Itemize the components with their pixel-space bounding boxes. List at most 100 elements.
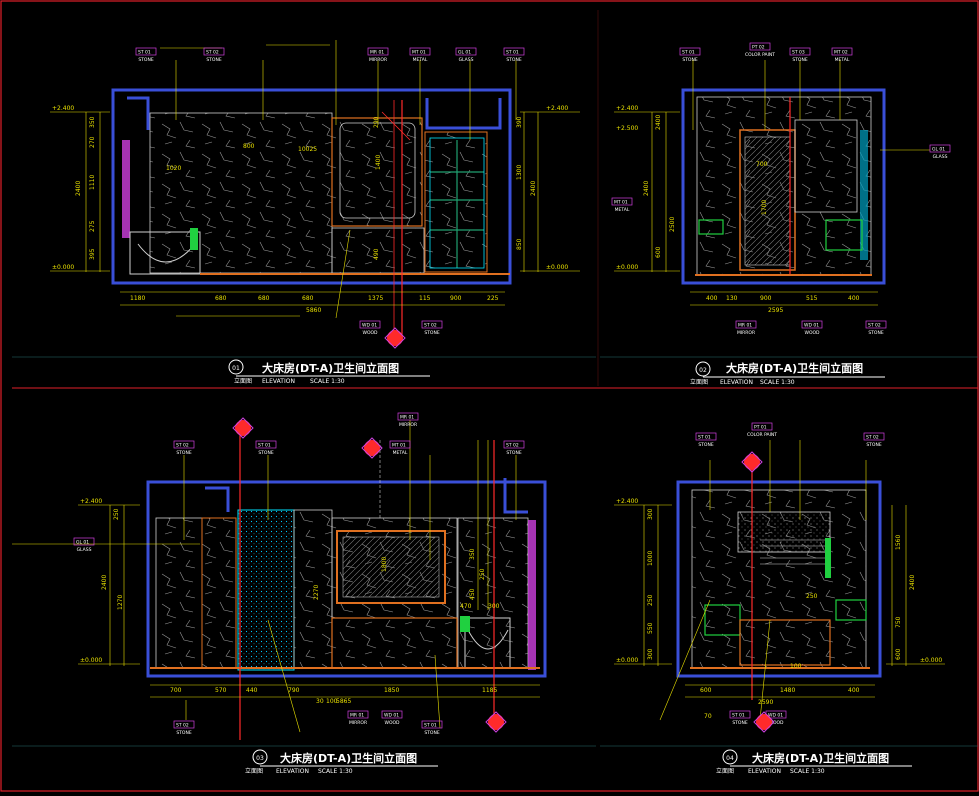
e03-dim-inner4: 450: [469, 588, 476, 600]
e01-dim-w7: 225: [487, 295, 499, 302]
e01-dim-htotal: 2400: [75, 181, 82, 196]
tag-box: [679, 47, 701, 56]
e01-dim-w6: 900: [450, 295, 462, 302]
e03-dim-w1: 570: [215, 687, 227, 694]
tag-code: ST 01: [258, 443, 271, 449]
e03-dim-inner3: 250: [479, 568, 486, 580]
e04-elevation: ELEVATION: [748, 768, 781, 775]
e03-level-0: ±0.000: [80, 657, 102, 664]
tag-material: STONE: [868, 330, 884, 336]
e04-dim-total: 2590: [758, 699, 773, 706]
e01-dim-hr0: 390: [516, 116, 523, 128]
e01-dim-w4: 1375: [368, 295, 383, 302]
e02-scale: SCALE 1:30: [760, 379, 795, 386]
e01-dim-htotal-r: 2400: [530, 181, 537, 196]
e01-scale: SCALE 1:30: [310, 378, 345, 385]
tag-material: GLASS: [77, 547, 92, 553]
e03-dim-w4: 1850: [384, 687, 399, 694]
e02-dim-inner0: 700: [756, 161, 768, 168]
tag-code: PT 02: [752, 45, 765, 51]
tag-code: ST 02: [506, 443, 519, 449]
tag-code: MR 01: [370, 50, 384, 56]
tag-box: [695, 432, 717, 441]
e04-dim-h0: 300: [647, 508, 654, 520]
e01-dim-w0: 1180: [130, 295, 145, 302]
tag-code: WD 01: [804, 323, 819, 329]
e02-level-top: +2.400: [616, 105, 638, 112]
e02-elevation: ELEVATION: [720, 379, 753, 386]
tag-code: GL 01: [932, 147, 945, 153]
tag-material: MIRROR: [737, 330, 755, 336]
e01-level-0-r: ±0.000: [546, 264, 568, 271]
e02-subtitle-cn: 立面图: [690, 378, 708, 386]
e02-dim-w1: 130: [726, 295, 738, 302]
tag-box: [503, 47, 525, 56]
e02-dim-h1: 2500: [669, 217, 676, 232]
e04-dim-w2: 400: [848, 687, 860, 694]
e03-dim-inner0: 2270: [313, 585, 320, 600]
e02-title: 大床房(DT-A)卫生间立面图: [726, 361, 863, 375]
tag-box: [347, 710, 369, 719]
e04-dim-w0: 600: [700, 687, 712, 694]
tag-box: [421, 720, 443, 729]
e02-dim-htotal: 2400: [643, 181, 650, 196]
e04-dim-hr0: 1560: [895, 535, 902, 550]
tag-material: WOOD: [769, 720, 785, 726]
tag-material: METAL: [835, 57, 850, 63]
e03-dim-inner1: 1800: [381, 557, 388, 572]
e04-dim-inner0: 250: [806, 593, 818, 600]
e02-dim-inner1: 1700: [761, 200, 768, 215]
e03-dim-w0: 700: [170, 687, 182, 694]
e02-dim-h2: 600: [655, 246, 662, 258]
tag-code: MT 02: [834, 50, 848, 56]
e03-number: 03: [256, 755, 264, 762]
tag-material: METAL: [393, 450, 408, 456]
tag-material: STONE: [866, 442, 882, 448]
tag-code: MR 01: [350, 713, 364, 719]
tag-material: STONE: [506, 57, 522, 63]
e04-dim-hr1: 750: [895, 616, 902, 628]
e01-dim-h2: 1110: [89, 175, 96, 190]
tag-material: WOOD: [385, 720, 401, 726]
e02-dim-w4: 400: [848, 295, 860, 302]
tag-box: [173, 440, 195, 449]
tag-material: STONE: [792, 57, 808, 63]
tag-box: [135, 47, 157, 56]
tag-code: MR 01: [400, 415, 414, 421]
tag-material: WOOD: [363, 330, 379, 336]
e01-dim-h3: 275: [89, 220, 96, 232]
tag-code: ST 02: [424, 323, 437, 329]
tag-box: [831, 47, 853, 56]
e04-subtitle-cn: 立面图: [716, 767, 734, 775]
e02-dim-w0: 400: [706, 295, 718, 302]
e02-level-2: +2.500: [616, 125, 638, 132]
tag-code: WD 01: [384, 713, 399, 719]
tag-code: ST 01: [506, 50, 519, 56]
e01-dim-w2: 680: [258, 295, 270, 302]
tag-code: MR 01: [738, 323, 752, 329]
tag-material: COLOR PAINT: [745, 52, 775, 58]
e04-number: 04: [726, 755, 734, 762]
e01-title: 大床房(DT-A)卫生间立面图: [262, 361, 399, 375]
tag-code: ST 01: [138, 50, 151, 56]
e03-dim-sub2: 470: [460, 603, 472, 610]
tag-box: [929, 144, 951, 153]
e02-dim-h0: 2400: [655, 115, 662, 130]
tag-material: WOOD: [805, 330, 821, 336]
tag-material: METAL: [413, 57, 428, 63]
